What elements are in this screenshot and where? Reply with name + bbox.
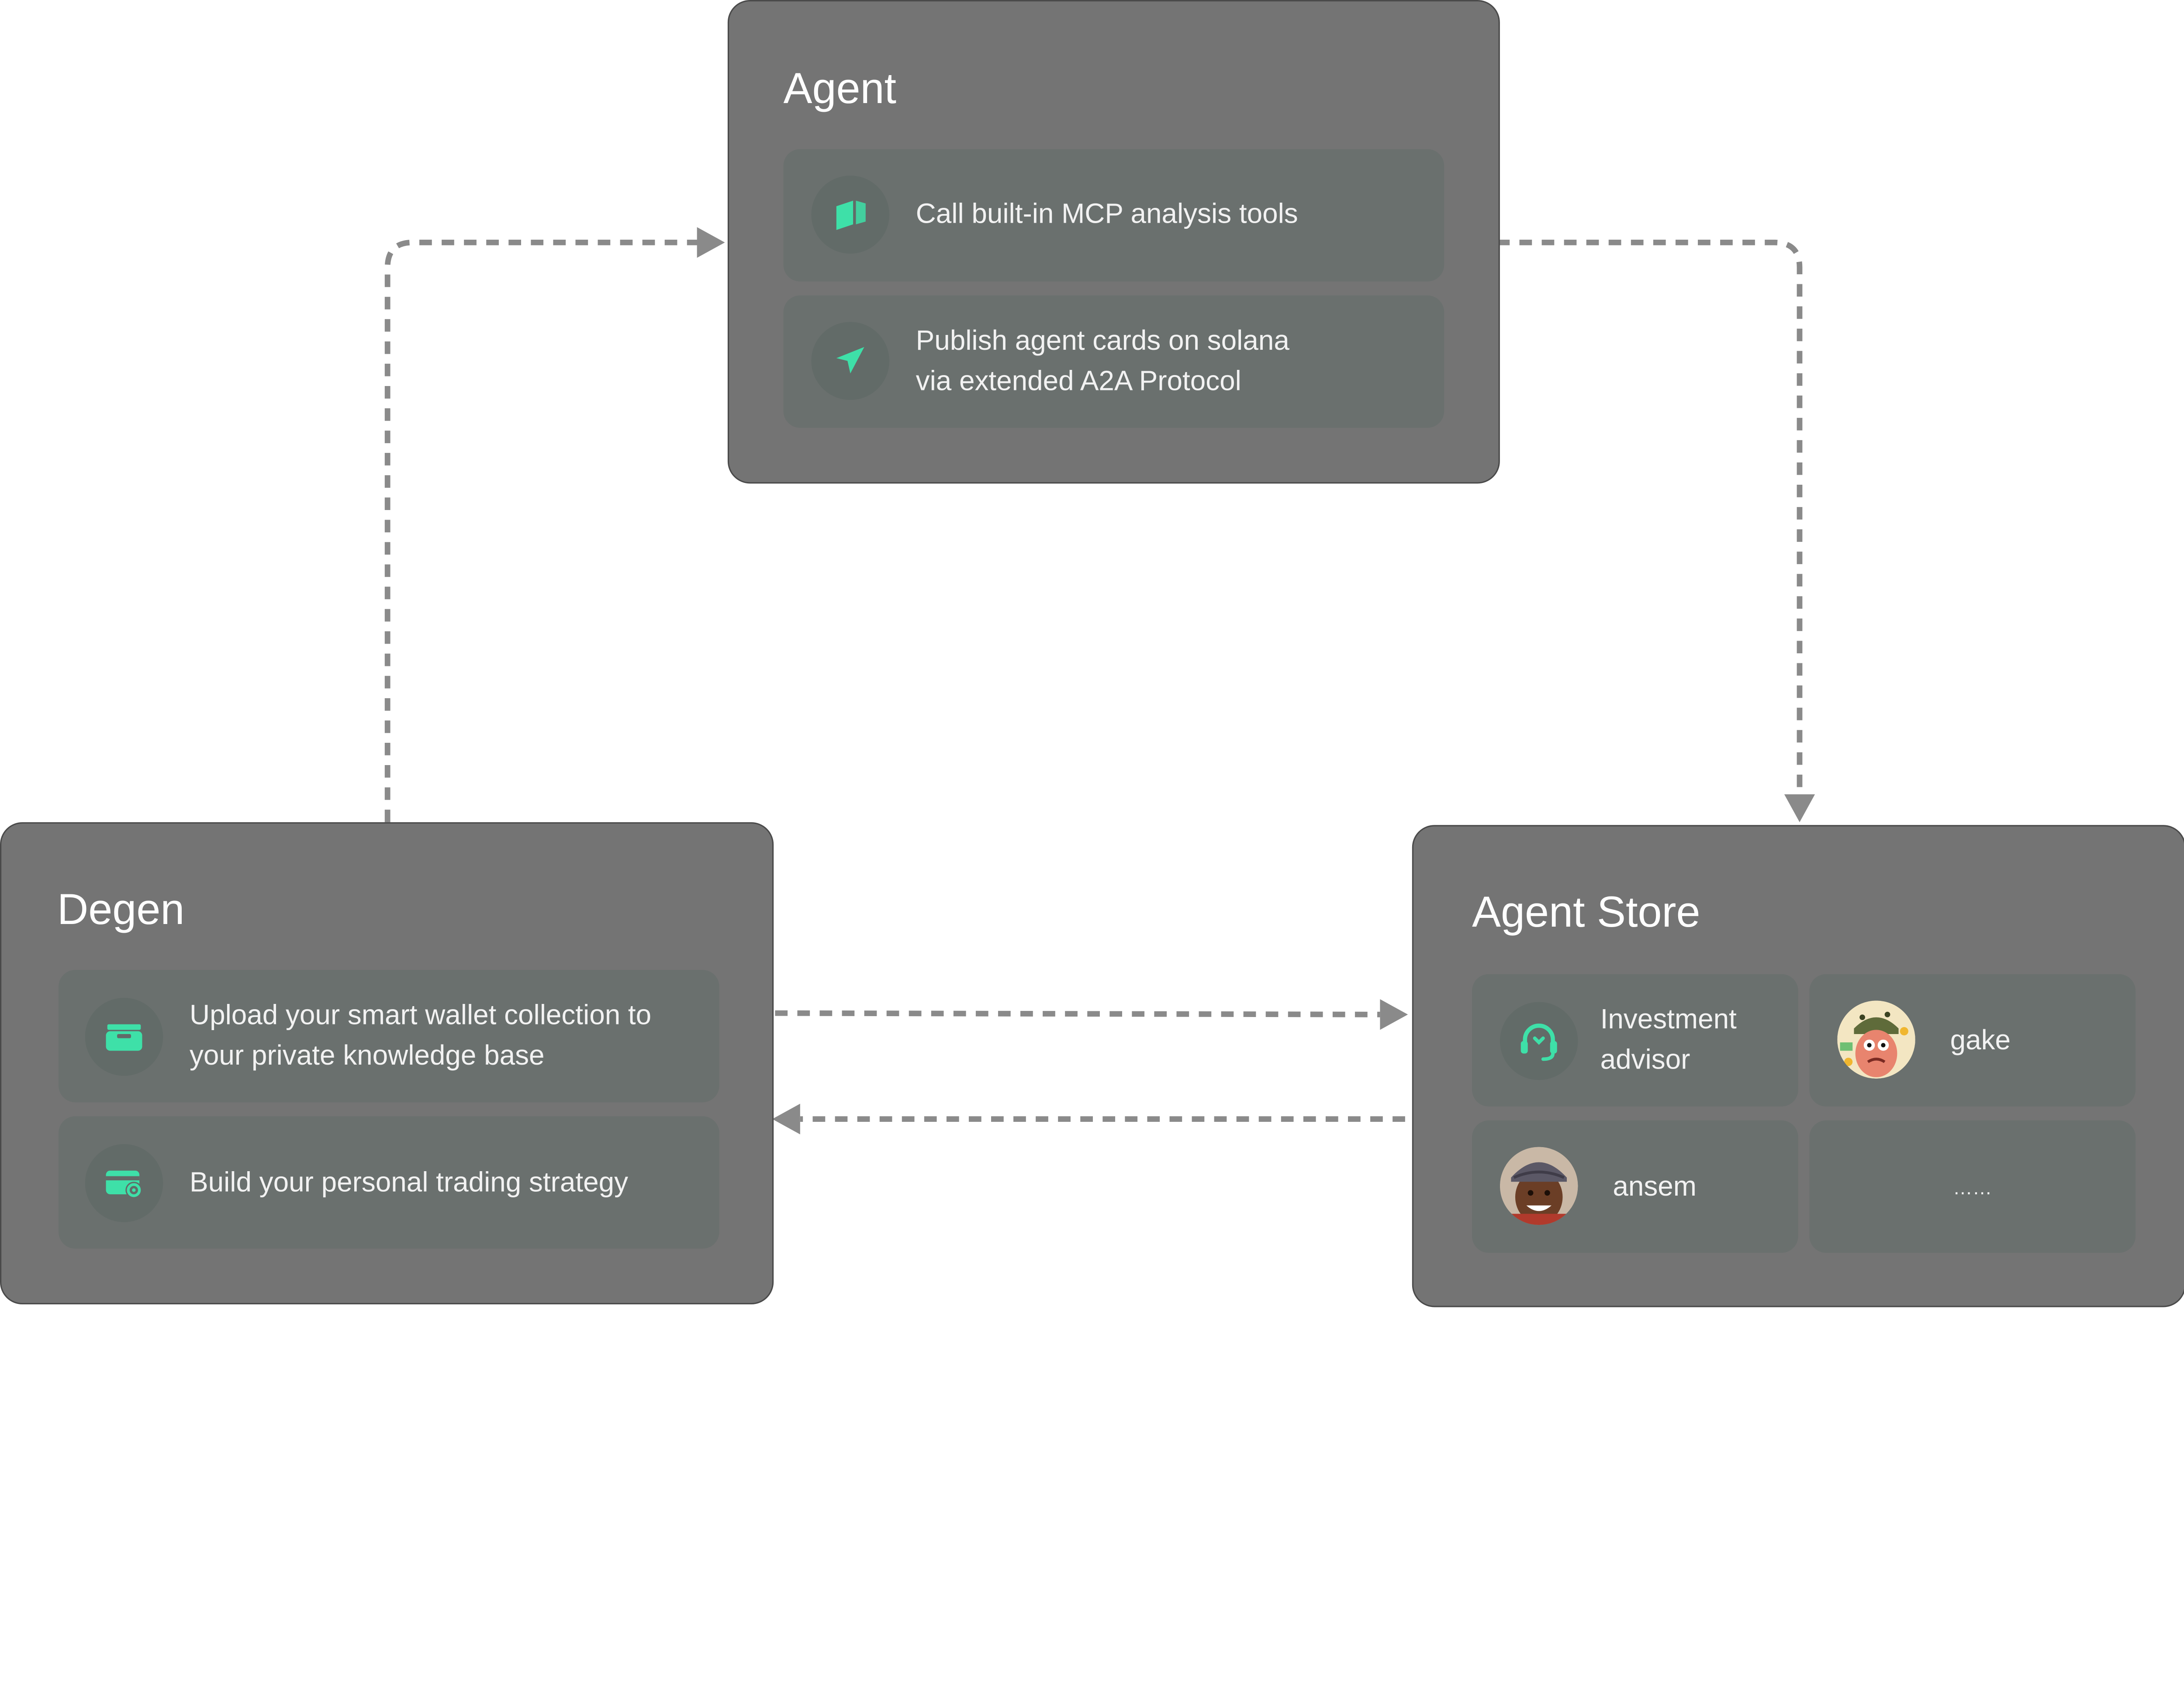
- degen-item-wallet-upload: Upload your smart wallet collection to y…: [59, 970, 719, 1103]
- store-item-more-text: ……: [1953, 1176, 1992, 1199]
- degen-panel-title: Degen: [57, 885, 185, 934]
- store-item-ansem[interactable]: ansem: [1472, 1120, 1798, 1253]
- agent-item-publish-cards-text: Publish agent cards on solana via extend…: [916, 326, 1289, 397]
- connector-degen-to-store: [775, 1010, 1380, 1017]
- agent-item-mcp-tools: Call built-in MCP analysis tools: [783, 149, 1444, 282]
- degen-item-trading-strategy-text: Build your personal trading strategy: [190, 1168, 629, 1199]
- degen-item-wallet-upload-text: Upload your smart wallet collection to y…: [190, 1000, 652, 1072]
- store-item-gake[interactable]: gake: [1809, 974, 2136, 1107]
- agent-store-panel: Agent Store Investment advisor: [1412, 825, 2184, 1307]
- store-item-ansem-text: ansem: [1613, 1172, 1697, 1203]
- arrowhead-store-left: [1380, 999, 1408, 1030]
- agent-item-mcp-tools-text: Call built-in MCP analysis tools: [916, 199, 1298, 230]
- arrowhead-degen-right: [772, 1103, 800, 1134]
- store-item-more[interactable]: ……: [1809, 1120, 2136, 1253]
- agent-store-panel-title: Agent Store: [1472, 887, 1700, 937]
- agent-panel-title: Agent: [783, 64, 897, 113]
- store-item-investment-advisor[interactable]: Investment advisor: [1472, 974, 1798, 1107]
- avatar-gake: [1837, 1000, 1915, 1079]
- store-item-investment-advisor-text: Investment advisor: [1600, 1004, 1737, 1076]
- arrowhead-agent-left: [697, 227, 725, 258]
- layers-icon: [811, 176, 890, 254]
- wallet-icon: [85, 997, 163, 1076]
- store-item-gake-text: gake: [1950, 1025, 2011, 1057]
- headset-icon: [1500, 1002, 1578, 1080]
- send-icon: [811, 322, 890, 400]
- card-settings-icon: [85, 1144, 163, 1222]
- degen-panel: Degen Upload your smart wallet collectio…: [0, 822, 774, 1305]
- connector-agent-to-store: [1452, 239, 1803, 797]
- arrowhead-store-top: [1784, 794, 1815, 822]
- degen-item-trading-strategy: Build your personal trading strategy: [59, 1116, 719, 1249]
- agent-panel: Agent Call built-in MCP analysis tools P…: [727, 0, 1500, 484]
- agent-item-publish-cards: Publish agent cards on solana via extend…: [783, 295, 1444, 428]
- avatar-ansem: [1500, 1147, 1578, 1225]
- connector-degen-to-agent: [384, 239, 700, 822]
